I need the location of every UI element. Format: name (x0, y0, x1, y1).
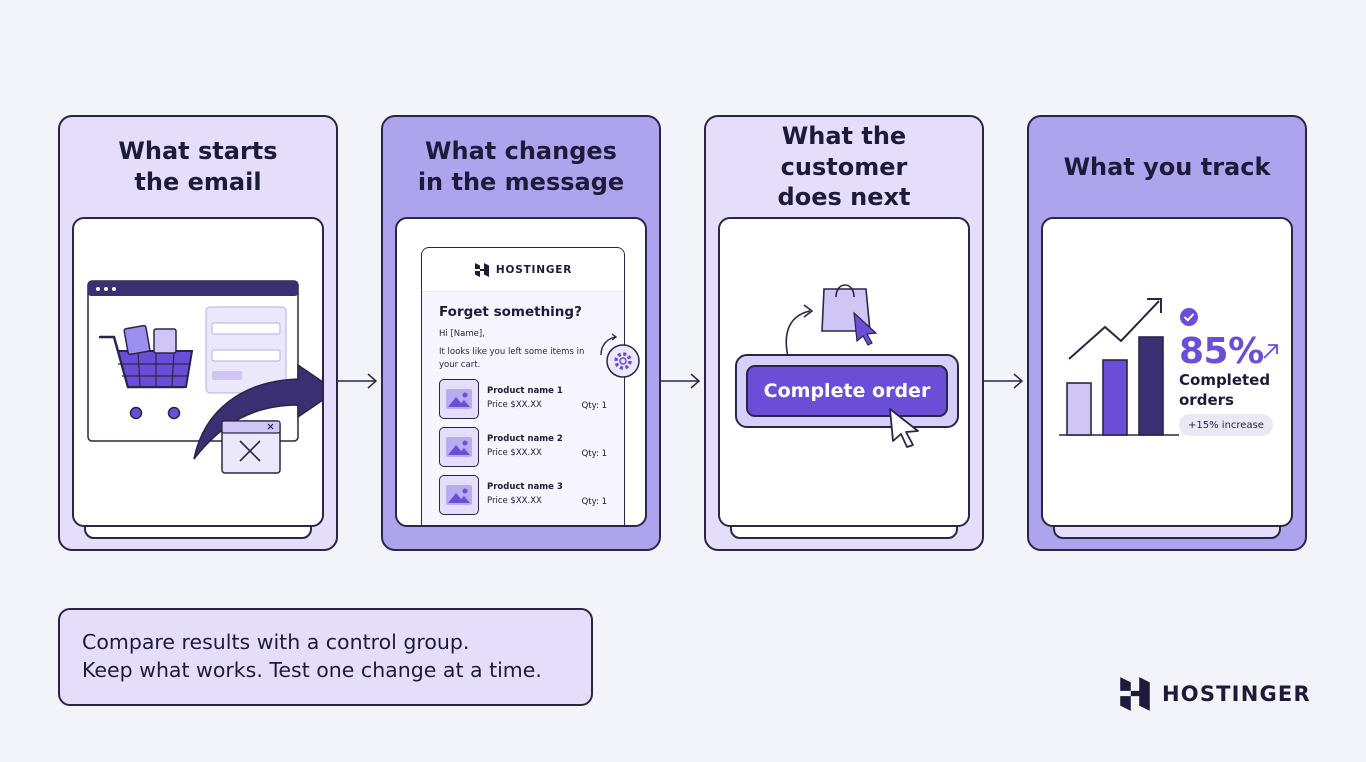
brand-logo: HOSTINGER (1118, 674, 1311, 714)
step-title: What you track (1063, 152, 1271, 181)
product-price: Price $XX.XX (487, 447, 542, 458)
metric-label: Completed orders (1179, 371, 1271, 409)
brand-name: HOSTINGER (1162, 682, 1311, 706)
flow-arrow-icon (338, 373, 378, 389)
note-box: Compare results with a control group. Ke… (58, 608, 593, 706)
list-item: Product name 3 Price $XX.XX Qty: 1 (439, 474, 607, 515)
list-item: Product name 2 Price $XX.XX Qty: 1 (439, 426, 607, 467)
step-card-trigger: What starts the email (58, 115, 338, 551)
illustration-panel: 85% Completed orders +15% increase (1041, 217, 1293, 527)
trend-line (1068, 300, 1160, 360)
step-card-action: What the customer does next Complete ord… (704, 115, 984, 551)
product-qty: Qty: 1 (581, 400, 607, 411)
product-name: Product name 3 (487, 482, 563, 493)
email-brand: HOSTINGER (495, 263, 573, 276)
illustration-panel: HOSTINGER Forget something? Hi [Name], I… (395, 217, 647, 527)
step-card-tracking: What you track 85% Completed orders +15%… (1027, 115, 1307, 551)
growth-chart (1059, 298, 1179, 436)
check-circle-icon (1180, 308, 1198, 326)
cursor-icon (889, 408, 919, 448)
note-line: Compare results with a control group. (82, 630, 470, 654)
note-line: Keep what works. Test one change at a ti… (82, 658, 542, 683)
list-item: Product name 1 Price $XX.XX Qty: 1 (439, 378, 607, 419)
chart-bar (1102, 359, 1128, 436)
shopping-bag-icon (785, 284, 878, 358)
email-body: Forget something? Hi [Name], It looks li… (422, 292, 624, 525)
step-card-message: What changes in the message HOSTINGER Fo… (381, 115, 661, 551)
cart-checkout-illustration (87, 280, 322, 474)
image-placeholder-icon (439, 474, 479, 515)
gear-icon (600, 333, 640, 378)
chart-bar (1066, 382, 1092, 436)
email-heading: Forget something? (439, 304, 582, 320)
product-price: Price $XX.XX (487, 495, 542, 506)
step-title: What the customer does next (777, 121, 911, 212)
product-name: Product name 1 (487, 386, 563, 397)
product-name: Product name 2 (487, 434, 563, 445)
product-qty: Qty: 1 (581, 496, 607, 507)
hostinger-logo-icon (474, 262, 489, 277)
metric-value: 85% (1179, 331, 1264, 372)
image-placeholder-icon (439, 378, 479, 419)
illustration-panel (72, 217, 324, 527)
flow-arrow-icon (661, 373, 701, 389)
illustration-panel: Complete order (718, 217, 970, 527)
email-greeting: Hi [Name], (439, 329, 485, 339)
flow-arrow-icon (984, 373, 1024, 389)
email-text: It looks like you left some items in you… (439, 347, 585, 370)
product-price: Price $XX.XX (487, 399, 542, 410)
arrow-up-right-icon (1263, 344, 1278, 359)
image-placeholder-icon (439, 426, 479, 467)
step-title: What starts the email (118, 137, 278, 196)
chart-bar (1138, 336, 1164, 436)
hostinger-logo-icon (1120, 677, 1150, 711)
email-header: HOSTINGER (422, 248, 624, 292)
button-frame: Complete order (735, 354, 959, 428)
email-preview: HOSTINGER Forget something? Hi [Name], I… (421, 247, 625, 525)
trend-arrow-icon (1147, 298, 1162, 313)
complete-order-button[interactable]: Complete order (746, 365, 948, 417)
change-badge: +15% increase (1179, 414, 1273, 436)
product-qty: Qty: 1 (581, 448, 607, 459)
step-title: What changes in the message (417, 137, 625, 196)
